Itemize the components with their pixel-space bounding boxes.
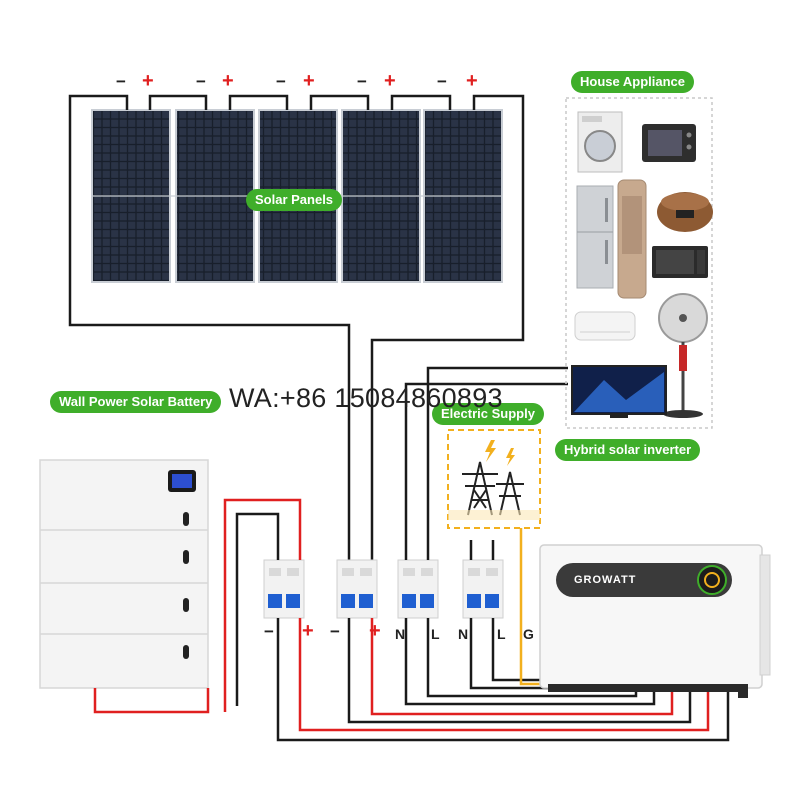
grid-breaker — [462, 559, 504, 619]
battery-terminal-minus: − — [264, 622, 274, 641]
grid-terminal-g: G — [523, 626, 534, 642]
wall-battery — [39, 459, 209, 689]
watermark: WA:+86 15084860893 — [229, 383, 503, 413]
panel-terminal-minus: − — [437, 72, 447, 91]
panel-terminal-minus: − — [276, 72, 286, 91]
panel-terminal-plus: + — [466, 70, 478, 92]
panel-wiring — [68, 94, 525, 565]
panel-terminal-minus: − — [196, 72, 206, 91]
battery-button-icon — [183, 550, 189, 564]
solar-panels-label: Solar Panels — [246, 189, 343, 211]
battery-breaker — [263, 559, 305, 619]
rice-cooker-icon — [657, 192, 713, 232]
wall-battery-label: Wall Power Solar Battery — [50, 391, 222, 413]
wall-ac-icon — [574, 311, 636, 341]
pv-terminal-minus: − — [330, 622, 340, 641]
grid-terminal-n: N — [458, 626, 469, 642]
panel-terminal-minus: − — [116, 72, 126, 91]
hybrid-inverter — [539, 544, 771, 698]
breakers — [263, 559, 504, 619]
grid-terminal-l: L — [497, 626, 506, 642]
oven-icon — [642, 124, 696, 162]
tv-icon — [571, 365, 667, 418]
battery-terminal-plus: + — [302, 620, 314, 642]
battery-button-icon — [183, 512, 189, 526]
pv-terminal-plus: + — [369, 620, 381, 642]
load-breaker — [397, 559, 439, 619]
fan-icon — [658, 293, 708, 418]
lightning-icon — [485, 440, 515, 466]
inverter-brand: GROWATT — [574, 574, 637, 586]
hybrid-inverter-label: Hybrid solar inverter — [555, 439, 701, 461]
electric-supply-label: Electric Supply — [432, 403, 544, 425]
battery-button-icon — [183, 598, 189, 612]
refrigerator-icon — [576, 185, 614, 289]
battery-wiring — [93, 498, 730, 742]
load-terminal-l: L — [431, 626, 440, 642]
panel-terminal-plus: + — [222, 70, 234, 92]
microwave-icon — [652, 246, 708, 278]
house-appliance-label: House Appliance — [571, 71, 694, 93]
appliance-panel — [565, 97, 713, 429]
inverter-display-icon — [697, 565, 727, 595]
panel-terminal-minus: − — [357, 72, 367, 91]
washing-machine-icon — [577, 111, 623, 173]
load-terminal-n: N — [395, 626, 406, 642]
panel-terminal-plus: + — [142, 70, 154, 92]
panel-terminal-plus: + — [384, 70, 396, 92]
pv-breaker — [336, 559, 378, 619]
panel-terminal-plus: + — [303, 70, 315, 92]
battery-button-icon — [183, 645, 189, 659]
tower-ac-icon — [617, 179, 647, 299]
electric-supply-box — [447, 429, 541, 529]
transmission-tower-icon — [462, 461, 524, 516]
